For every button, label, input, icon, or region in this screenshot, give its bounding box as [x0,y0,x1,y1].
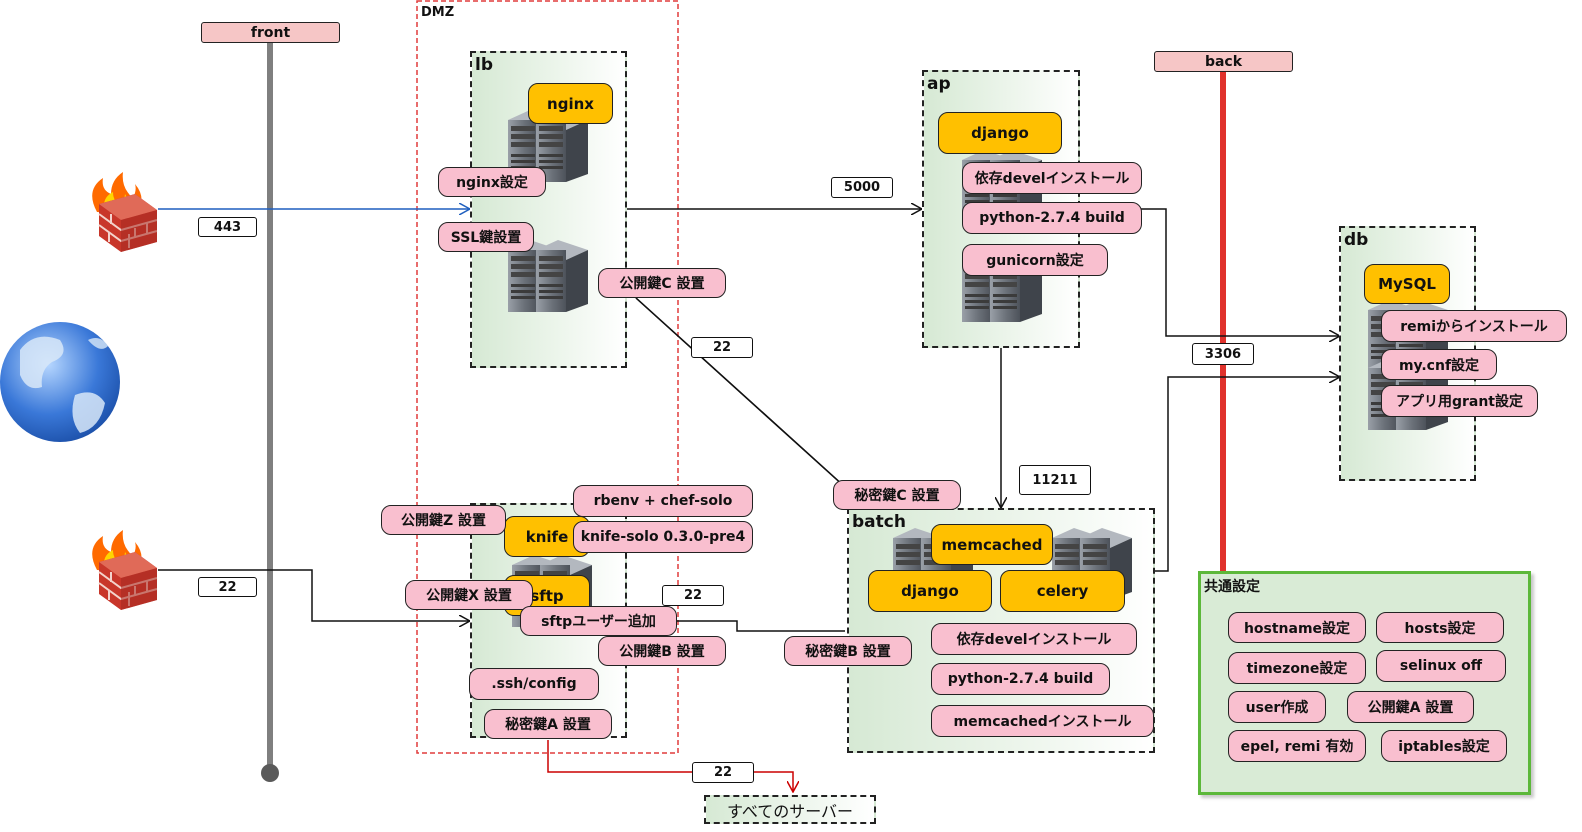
task-pubkey-b: 公開鍵B 設置 [598,636,726,666]
service-celery: celery [1000,570,1125,612]
common-iptables: iptables設定 [1381,730,1507,762]
common-user: user作成 [1228,691,1326,723]
common-timezone: timezone設定 [1228,652,1366,684]
front-network-end [261,764,279,782]
task-secret-b: 秘密鍵B 設置 [784,636,912,666]
task-sftp-user: sftpユーザー追加 [520,606,677,636]
back-network-label: back [1154,51,1293,72]
port-3306: 3306 [1192,343,1254,365]
task-ssl-key: SSL鍵設置 [438,222,534,252]
task-secret-a: 秘密鍵A 設置 [484,709,612,739]
task-pubkey-c: 公開鍵C 設置 [598,268,726,298]
common-hosts: hosts設定 [1376,612,1504,643]
ssh-lb-line [635,297,846,488]
host-lb-label: lb [475,55,493,75]
common-selinux: selinux off [1376,650,1506,682]
task-secret-c: 秘密鍵C 設置 [833,480,961,510]
dmz-label: DMZ [421,5,455,20]
task-batch-devel: 依存develインストール [931,623,1137,655]
task-rbenv: rbenv + chef-solo [573,485,753,517]
common-hostname: hostname設定 [1228,612,1366,643]
task-ap-devel: 依存develインストール [962,162,1142,194]
host-batch-label: batch [852,512,906,532]
task-ap-gunicorn: gunicorn設定 [962,244,1108,276]
service-nginx: nginx [528,83,613,124]
common-epel: epel, remi 有効 [1228,730,1366,762]
task-pubkey-z: 公開鍵Z 設置 [381,505,506,535]
service-django-ap: django [938,112,1062,154]
port-11211: 11211 [1019,465,1091,495]
mysql-arrow-ap [1140,208,1340,336]
task-nginx-config: nginx設定 [438,167,546,197]
task-ap-python: python-2.7.4 build [962,202,1142,234]
host-ap-label: ap [927,74,951,94]
service-memcached: memcached [931,524,1053,565]
ssh-front-arrow [158,569,470,621]
task-batch-python: python-2.7.4 build [931,663,1110,695]
common-settings-title: 共通設定 [1204,579,1260,595]
port-443: 443 [198,217,257,237]
port-5000: 5000 [831,177,893,198]
task-batch-memcached: memcachedインストール [931,705,1154,737]
ssh-sftp-line [677,620,845,632]
front-network-label: front [201,22,340,43]
task-db-mycnf: my.cnf設定 [1381,349,1497,380]
port-22-front: 22 [198,577,257,597]
port-22-all: 22 [692,762,754,783]
firewall-icon [92,530,158,610]
service-django-batch: django [868,570,992,612]
firewall-icon [92,172,158,252]
port-22-lb: 22 [691,337,753,358]
port-22-sftp: 22 [662,585,724,606]
globe-icon [0,322,120,442]
task-pubkey-x: 公開鍵X 設置 [405,580,533,610]
task-ssh-config: .ssh/config [469,668,599,700]
common-pubkey-a: 公開鍵A 設置 [1347,691,1474,723]
task-knife-solo: knife-solo 0.3.0-pre4 [573,521,753,553]
service-mysql: MySQL [1364,264,1450,304]
task-db-remi: remiからインストール [1381,310,1567,342]
all-servers-box: すべてのサーバー [704,795,876,824]
task-db-grant: アプリ用grant設定 [1381,385,1538,417]
host-db-label: db [1344,230,1369,250]
mysql-arrow-batch [1155,377,1340,572]
ssh-all-arrow [547,740,793,792]
